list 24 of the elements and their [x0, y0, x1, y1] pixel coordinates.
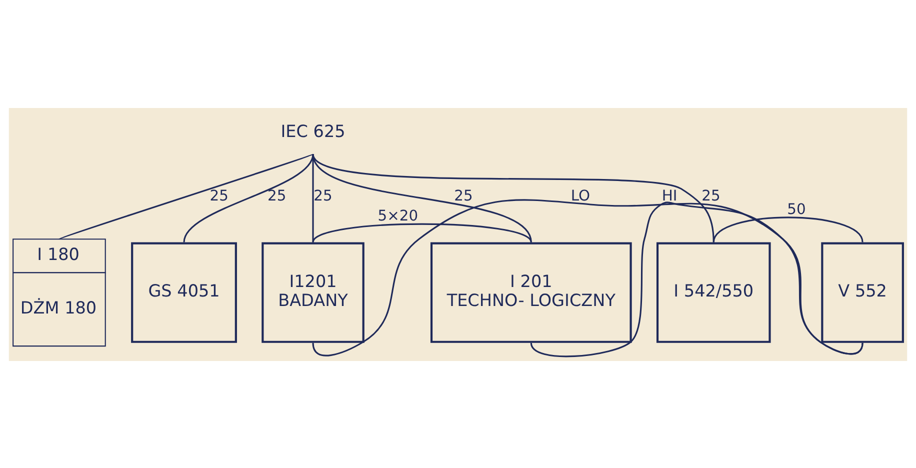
- edge-label: 25: [210, 187, 228, 204]
- connector: [312, 153, 714, 242]
- node-box: I1201 BADANY: [262, 242, 364, 342]
- connector: [312, 198, 864, 356]
- connector: [312, 154, 314, 242]
- edge-label: HI: [662, 187, 678, 204]
- node-text: IEC 625: [280, 120, 346, 141]
- edge-label: 25: [454, 187, 473, 204]
- node-box: I 542/550: [656, 242, 771, 342]
- edge-label: 5×20: [378, 206, 418, 224]
- node-box: GS 4051: [131, 242, 237, 342]
- node-box: I 201 TECHNO- LOGICZNY: [430, 242, 632, 342]
- connector: [712, 216, 864, 242]
- edge-label: 25: [702, 187, 720, 204]
- edge-label: 25: [314, 187, 332, 204]
- edge-label: LO: [570, 187, 590, 204]
- connector: [530, 201, 864, 357]
- edge-label: 25: [267, 187, 286, 204]
- connector: [312, 153, 532, 242]
- connector: [183, 153, 314, 242]
- connector: [312, 222, 532, 242]
- connector: [58, 152, 314, 240]
- edge-label: 50: [787, 200, 806, 218]
- node-box: V 552: [821, 242, 904, 342]
